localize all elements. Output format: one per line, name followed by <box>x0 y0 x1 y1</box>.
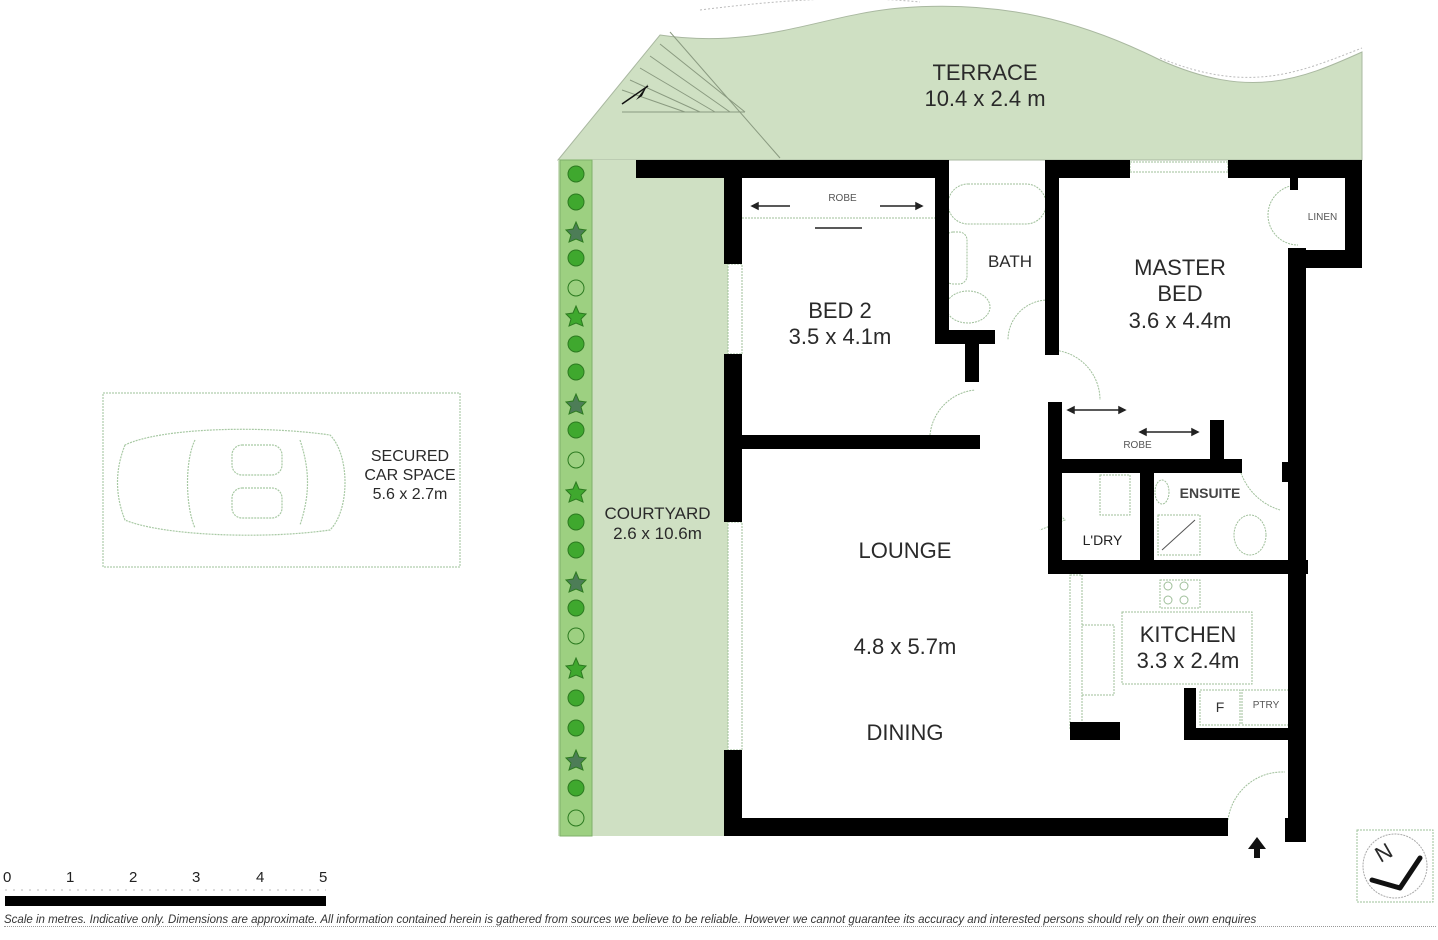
pantry-label: PTRY <box>1252 700 1280 711</box>
scale-tick-2: 2 <box>129 869 138 886</box>
master-bed-label: MASTER BED 3.6 x 4.4m <box>1128 255 1232 333</box>
lounge-label: LOUNGE <box>858 538 952 563</box>
laundry-label: L'DRY <box>1082 532 1123 548</box>
robe-sliding-arrows <box>750 201 1200 437</box>
car-space-box <box>102 392 461 568</box>
scale-tick-3: 3 <box>192 869 201 886</box>
terrace-steps <box>621 31 781 159</box>
terrace-label: TERRACE 10.4 x 2.4 m <box>924 60 1046 112</box>
fridge-label: F <box>1215 699 1225 715</box>
scale-tick-0: 0 <box>3 869 12 886</box>
walls <box>636 160 1362 842</box>
robe-master-label: ROBE <box>1123 440 1152 451</box>
dining-label: DINING <box>866 720 944 745</box>
kitchen-label: KITCHEN 3.3 x 2.4m <box>1136 622 1240 674</box>
ensuite-label: ENSUITE <box>1179 485 1241 501</box>
bed2-label: BED 2 3.5 x 4.1m <box>788 298 892 350</box>
car-icon <box>116 428 346 536</box>
entry-arrow-icon <box>1248 837 1266 858</box>
scale-bar <box>5 889 326 906</box>
linen-label: LINEN <box>1307 212 1338 223</box>
scale-tick-4: 4 <box>256 869 265 886</box>
courtyard-label: COURTYARD 2.6 x 10.6m <box>604 504 711 544</box>
lounge-dims: 4.8 x 5.7m <box>853 634 957 659</box>
car-space-label: SECURED CAR SPACE 5.6 x 2.7m <box>364 448 456 504</box>
plants-row <box>564 165 588 827</box>
bath-label: BATH <box>987 252 1033 271</box>
scale-tick-1: 1 <box>66 869 75 886</box>
terrace-area <box>556 5 1363 161</box>
scale-tick-5: 5 <box>319 869 328 886</box>
robe-bed2-label: ROBE <box>828 193 857 204</box>
north-arrow-icon <box>1356 829 1434 903</box>
disclaimer-text: Scale in metres. Indicative only. Dimens… <box>4 914 1436 927</box>
